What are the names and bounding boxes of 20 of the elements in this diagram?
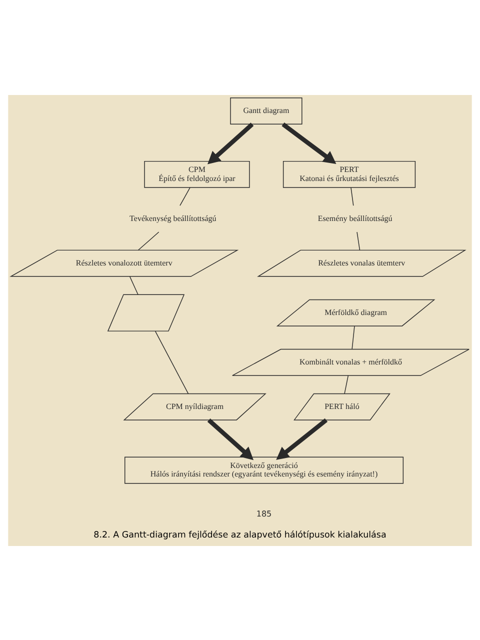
connector — [350, 186, 354, 206]
arrow — [207, 122, 254, 164]
connector — [344, 374, 349, 394]
arrow — [276, 418, 328, 460]
connector — [180, 186, 190, 206]
node-text: Tevékenység beállítottságú — [130, 213, 216, 222]
node-box: Következő generáció Hálós irányítási rendszer (egyaránt tevékenységi és esemény irányzat!) — [124, 456, 404, 484]
connector — [352, 325, 355, 349]
connector — [154, 330, 189, 394]
node-parallelogram — [107, 294, 185, 331]
node-box: CPM Építő és feldolgozó ipar — [144, 160, 250, 188]
node-box: PERT Katonai és űrkutatási fejlesztés — [282, 160, 416, 188]
caption: 8.2. A Gantt-diagram fejlődése az alapvető hálótípusok kialakulása — [94, 530, 386, 540]
arrow — [282, 122, 336, 164]
connector — [356, 231, 360, 250]
node-box: Gantt diagram — [230, 97, 302, 124]
connector — [138, 231, 160, 250]
node-text: Esemény beállítottságú — [318, 213, 392, 222]
arrow — [207, 418, 254, 460]
connector — [130, 276, 138, 294]
